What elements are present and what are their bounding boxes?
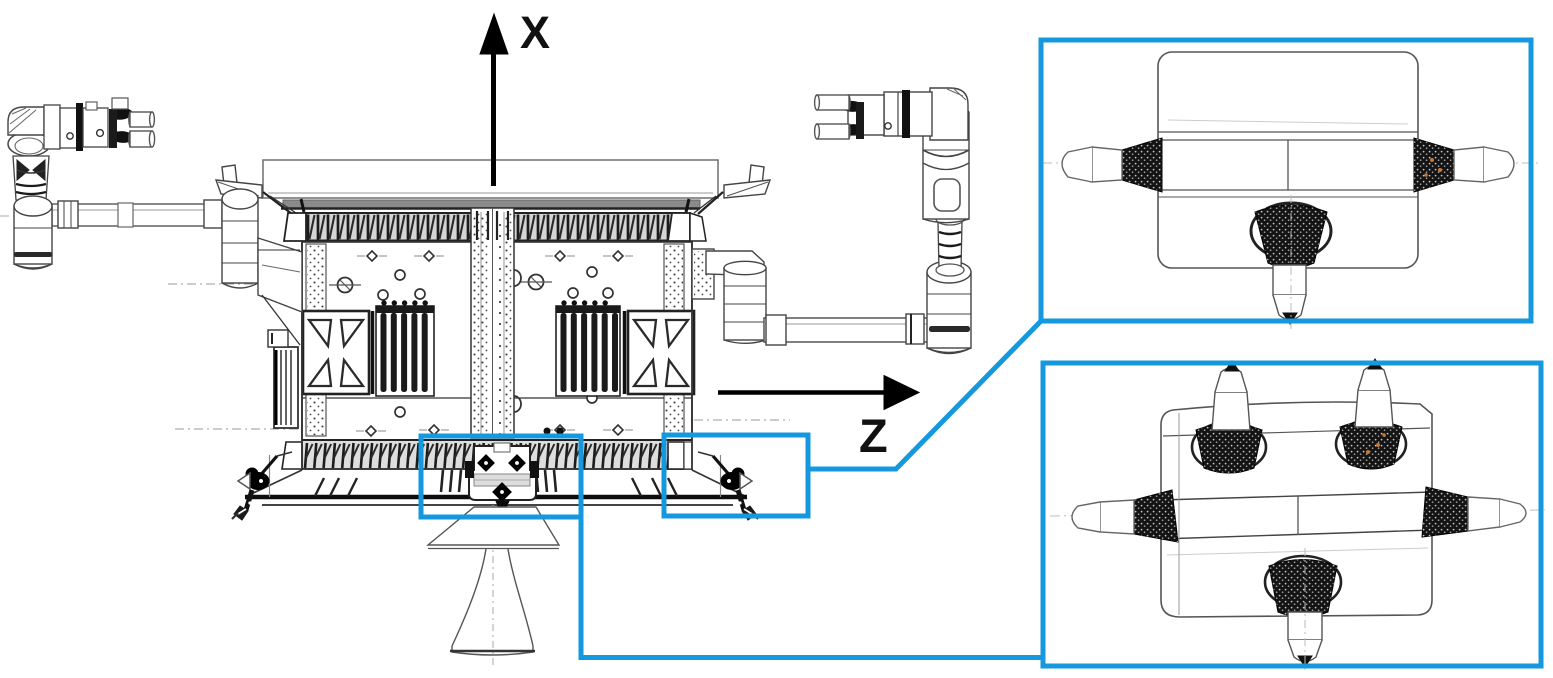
svg-text:X: X xyxy=(520,7,550,58)
svg-text:Z: Z xyxy=(859,409,888,462)
